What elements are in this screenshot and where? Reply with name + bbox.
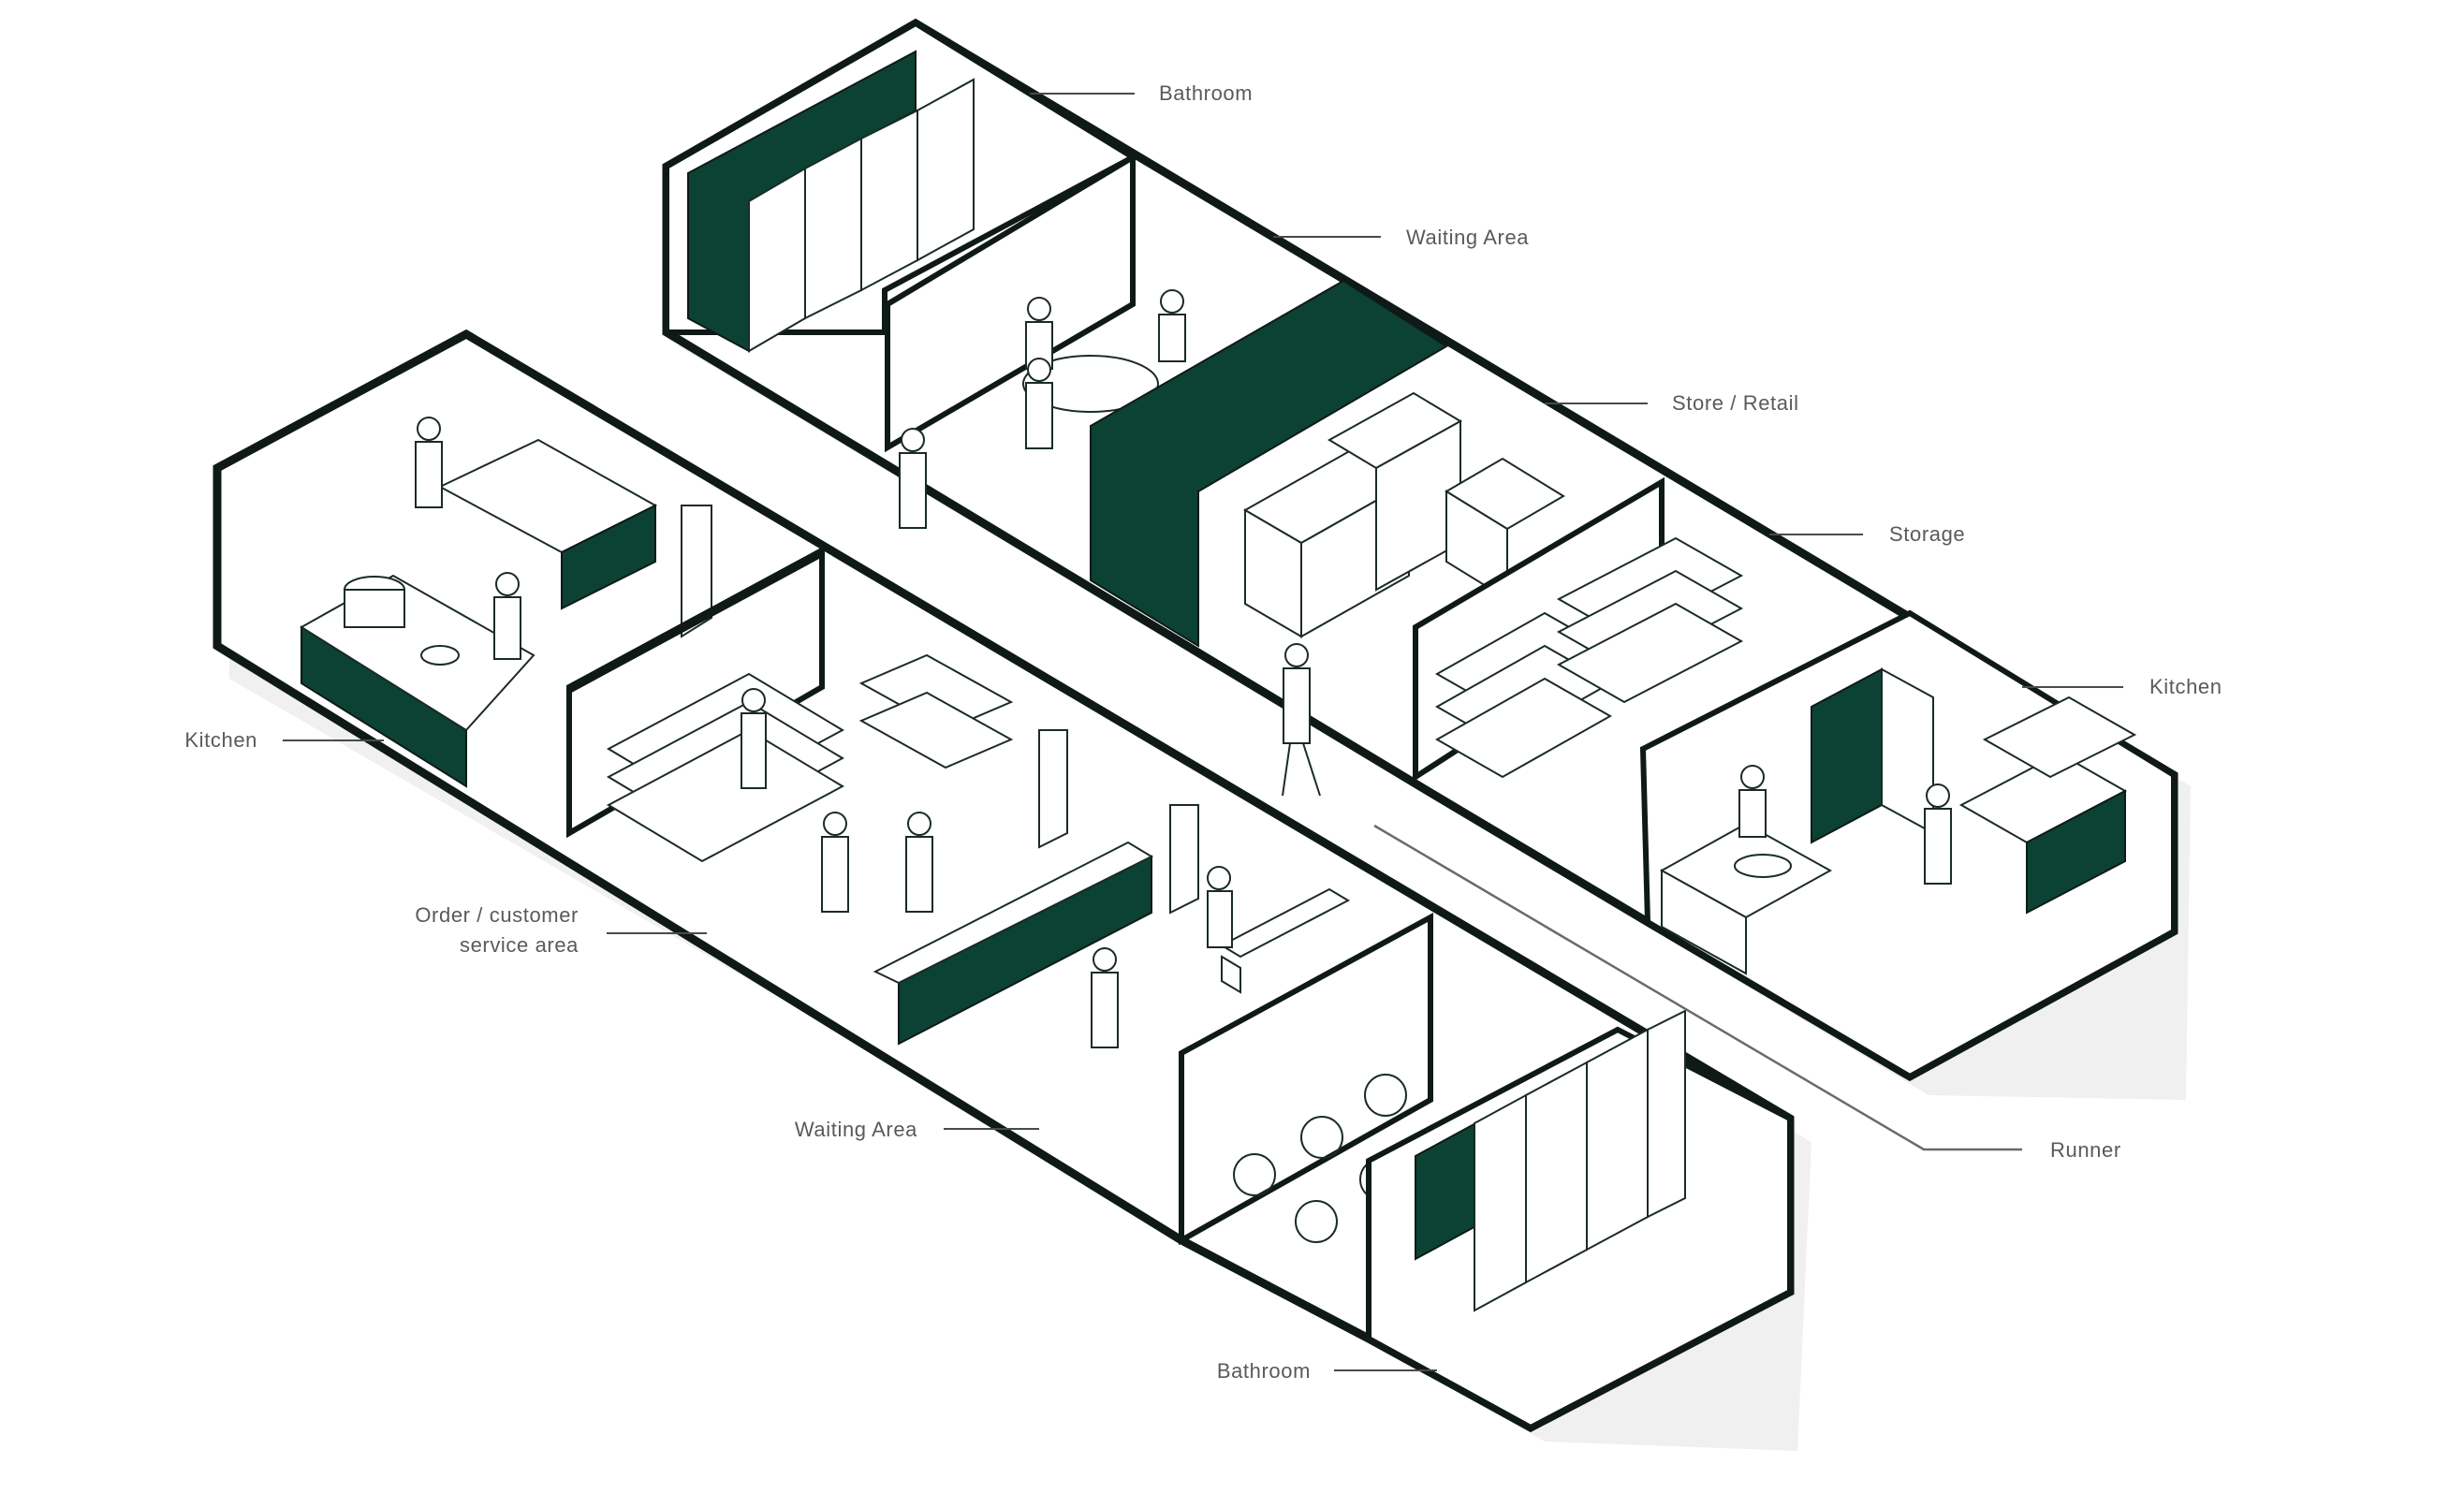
door-icon [1169,804,1199,915]
label-store-retail: Store / Retail [1672,391,1799,415]
chef-head [495,572,520,596]
shelf-unit [606,728,845,863]
door-icon [681,505,712,638]
bathroom-bottom [1366,1009,1793,1431]
customer-head [907,812,931,836]
bike-room-partition [1179,912,1433,1246]
bike-wheel [1233,1153,1276,1196]
label-bathroom-bottom: Bathroom [1217,1359,1311,1383]
runner-person-leg [1302,742,1321,797]
chef-head [1926,783,1950,808]
stall-door [804,137,862,320]
label-waiting-top: Waiting Area [1406,226,1529,249]
left-block [213,329,1811,1451]
kitchen-right-room [1639,609,2177,1080]
visitor-head [1207,866,1231,890]
bench-leg [1221,955,1241,994]
order-service-area [566,545,1199,1046]
storage-shelf [1434,677,1613,779]
kitchen-left-sink-front [561,504,656,610]
person-head [1027,297,1051,321]
storage-room [1413,476,1744,783]
chef-head [417,417,441,441]
bench [1219,887,1351,959]
runner-path-line [1373,824,2022,1151]
customer-head [823,812,847,836]
prep-table-side [1661,869,1747,975]
stall-door [1525,1061,1588,1284]
bike-wheel [1364,1074,1407,1117]
round-table [1022,355,1159,413]
customer-body [905,836,933,913]
runner-person-head [1284,643,1309,667]
stall-door [748,167,806,353]
store-dark-wall [1090,279,1448,648]
waiting-area-bottom [1091,866,1351,1048]
service-counter-top [873,841,1154,985]
runner-corridor [1282,643,2022,1151]
person-head [1027,358,1051,382]
stall-door [1647,1009,1686,1219]
door-icon [1038,729,1068,849]
stove-burner [420,645,460,666]
waiting-top-partition [885,152,1136,453]
staff-head [741,688,766,712]
stock-pot [1734,854,1792,878]
store-retail-room [1090,279,1565,648]
label-kitchen-left: Kitchen [184,728,257,752]
storage-shelf [1556,602,1744,704]
person-body [1025,382,1053,449]
bathroom-top [664,20,1139,353]
labels: Bathroom Waiting Area Store / Retail Sto… [184,81,2222,1383]
bike-room [1179,912,1433,1246]
order-wall-top [566,545,825,696]
bike-wheel [1300,1116,1343,1159]
label-bathroom-top: Bathroom [1159,81,1253,105]
visitor-body [1207,890,1233,948]
chef-body [1924,808,1952,885]
display-table [858,691,1014,769]
chef-body [1738,789,1767,838]
chef-body [415,441,443,508]
visitor-body [1091,972,1119,1048]
stall-door [1474,1093,1527,1312]
right-block [662,18,2191,1100]
stall-door [860,109,918,292]
staff-body [741,712,767,789]
runner-person-leg [1282,742,1291,797]
label-storage: Storage [1889,522,1965,546]
label-kitchen-right: Kitchen [2149,675,2222,698]
runner-person-body [1283,667,1311,744]
label-order-line1: Order / customer [415,903,579,927]
stall-door [1586,1028,1649,1252]
stall-door [917,78,975,262]
cooking-pot-body [344,589,405,628]
visitor-head [1093,947,1117,972]
label-waiting-bottom: Waiting Area [795,1118,917,1141]
walker-body [899,452,927,529]
label-order-line2: service area [460,933,579,957]
chef-body [493,596,521,660]
walker-head [901,428,925,452]
person-head [1160,289,1184,314]
hood [1982,695,2137,779]
waiting-area-top [885,152,1186,529]
customer-body [821,836,849,913]
person-body [1158,314,1186,362]
label-runner: Runner [2050,1138,2121,1162]
bike-wheel [1295,1200,1338,1243]
range-front [2026,789,2126,915]
chef-head [1740,765,1765,789]
